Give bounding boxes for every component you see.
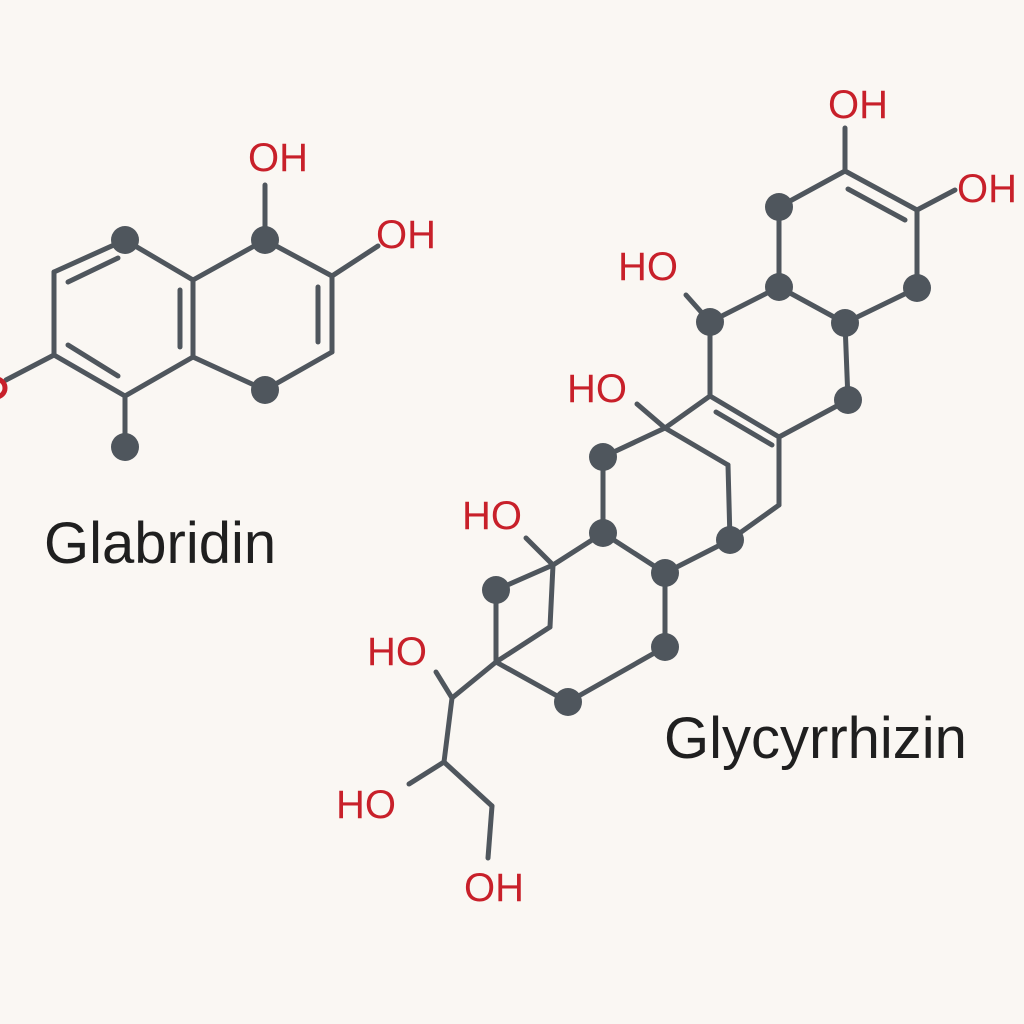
atom <box>589 443 617 471</box>
atom <box>651 633 679 661</box>
glabridin-name: Glabridin <box>44 511 276 576</box>
atom <box>251 226 279 254</box>
atom <box>554 688 582 716</box>
atom <box>834 386 862 414</box>
atom <box>831 309 859 337</box>
hydroxyl-label: OH <box>464 866 524 910</box>
hydroxyl-label: HO <box>367 630 427 674</box>
hydroxyl-label: OH <box>248 136 308 180</box>
bond <box>634 401 668 431</box>
bond <box>485 803 495 861</box>
hydroxyl-label: HO <box>336 783 396 827</box>
hydroxyl-label: OH <box>957 167 1017 211</box>
bond <box>51 352 128 399</box>
bond <box>662 393 713 431</box>
hydroxyl-label: HO <box>618 245 678 289</box>
double-bond-inner <box>65 342 121 379</box>
bond <box>662 425 731 468</box>
hydroxyl-label: HO <box>462 494 522 538</box>
glycyrrhizin-name: Glycyrrhizin <box>664 706 967 771</box>
bond <box>441 695 455 765</box>
atom <box>251 376 279 404</box>
atom <box>482 576 510 604</box>
atom <box>111 226 139 254</box>
bond <box>565 644 668 705</box>
atom <box>651 559 679 587</box>
bond <box>329 243 381 279</box>
bond <box>433 669 455 701</box>
bond <box>3 352 57 383</box>
hydroxyl-label: OH <box>376 213 436 257</box>
bond <box>547 562 556 630</box>
bond <box>707 393 782 440</box>
double-bond-inner <box>713 409 775 448</box>
hydroxyl-label: OH <box>828 83 888 127</box>
atom <box>903 274 931 302</box>
bond <box>493 624 553 665</box>
bond <box>914 187 958 213</box>
bond <box>842 168 920 213</box>
bond <box>441 759 495 809</box>
cut-off-oxygen <box>0 377 8 399</box>
double-bond-inner <box>65 255 121 285</box>
bond <box>449 659 499 701</box>
glycyrrhizin-structure: OH OH HO HO HO HO HO OH Glycyrrhizin <box>336 83 1017 910</box>
atom <box>716 526 744 554</box>
bond <box>122 354 196 399</box>
atom <box>765 193 793 221</box>
atom <box>111 433 139 461</box>
glabridin-structure: OH OH Glabridin <box>0 136 436 576</box>
bond <box>523 535 556 568</box>
atom <box>696 308 724 336</box>
atom <box>589 519 617 547</box>
hydroxyl-label: HO <box>567 367 627 411</box>
bond <box>406 759 447 787</box>
double-bond-inner <box>845 186 908 223</box>
atom <box>765 273 793 301</box>
